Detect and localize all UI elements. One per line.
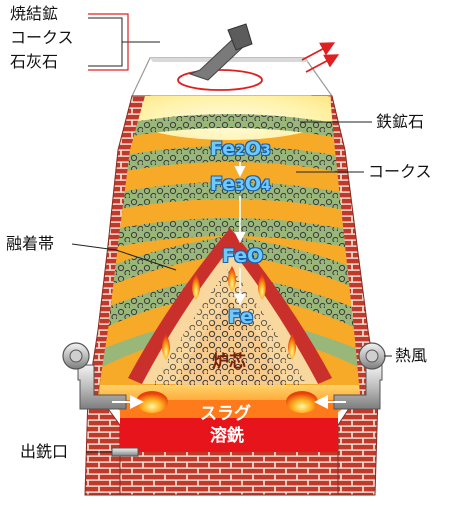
charge-bracket xyxy=(88,13,129,71)
molten-iron-label: 溶銑 xyxy=(210,426,244,446)
taphole-pipe xyxy=(111,447,139,457)
taphole-label: 出銑口 xyxy=(20,442,69,461)
left-blast-pipe xyxy=(62,342,144,410)
hot-blast-label: 熱風 xyxy=(395,346,428,365)
cohesive-zone-label: 融着帯 xyxy=(6,234,55,253)
fe3o4-formula: Fe3O4 xyxy=(210,173,271,195)
molten-iron-layer xyxy=(120,418,338,452)
offgas-arrow-2 xyxy=(305,54,340,73)
right-blast-pipe xyxy=(314,342,386,410)
core-label: 炉芯 xyxy=(212,352,246,372)
offgas-arrow-1 xyxy=(301,42,336,61)
burden-layers xyxy=(100,114,360,368)
feo-formula: FeO xyxy=(222,245,264,267)
leader-lines xyxy=(71,17,392,453)
slag-layer xyxy=(120,400,338,418)
charge-sinter-label: 焼結鉱 xyxy=(10,4,59,23)
charge-limestone-label: 石灰石 xyxy=(10,52,59,71)
coke-label: コークス xyxy=(368,162,432,181)
right-raceway xyxy=(286,391,318,413)
left-raceway xyxy=(136,391,168,413)
cohesive-zone-band xyxy=(128,228,332,384)
iron-ore-label: 鉄鉱石 xyxy=(376,112,425,131)
flames xyxy=(162,266,296,360)
slag-label: スラグ xyxy=(200,404,251,424)
fe2o3-formula: Fe2O3 xyxy=(210,138,271,160)
charge-coke-label: コークス xyxy=(10,28,74,47)
rotating-chute-arrow xyxy=(177,69,263,91)
fe-formula: Fe xyxy=(228,306,254,328)
